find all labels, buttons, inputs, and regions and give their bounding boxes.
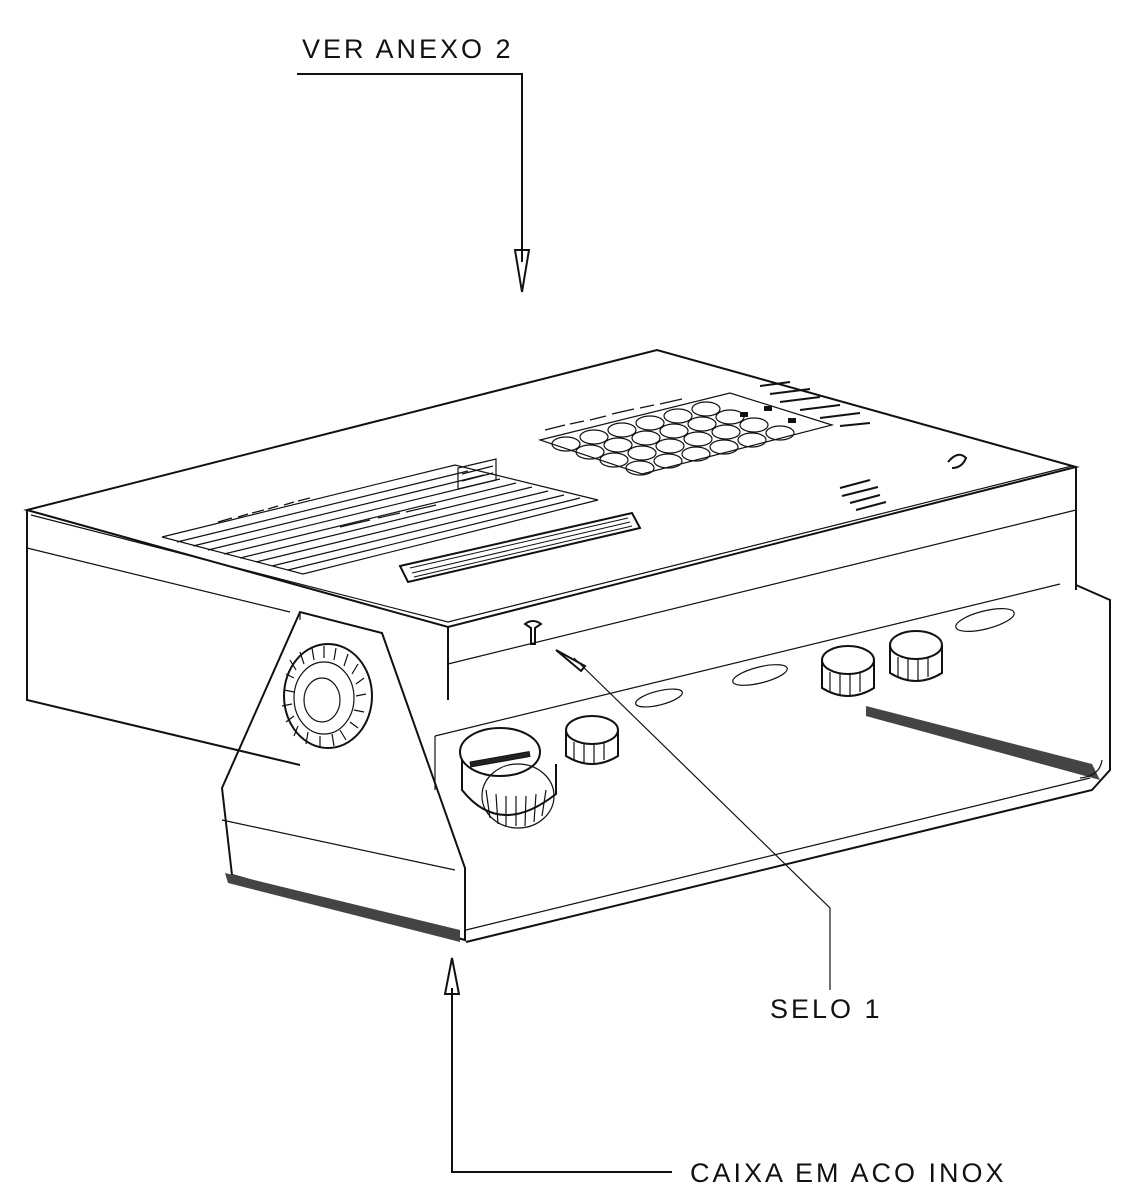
cable-gland-large-side: [281, 643, 373, 749]
cable-gland-small-1: [565, 715, 619, 765]
seal-screw: [523, 620, 543, 645]
label-plate: [398, 511, 642, 584]
label-ver-anexo-2: VER ANEXO 2: [302, 34, 514, 64]
left-side-face: [26, 510, 301, 766]
cable-gland-small-3: [889, 630, 943, 682]
keypad: [537, 392, 835, 476]
cable-gland-large-front: [459, 727, 557, 829]
label-caixa-em-aco-inox: CAIXA EM ACO INOX: [690, 1158, 1007, 1188]
leader-selo-1: [555, 649, 831, 990]
enclosure: [23, 348, 1080, 766]
display-area: [161, 458, 599, 575]
mounting-bracket: [220, 583, 1111, 943]
status-marks: [759, 381, 968, 511]
leader-caixa-em-aco-inox: [443, 957, 672, 1173]
cable-gland-small-2: [821, 645, 875, 697]
leader-ver-anexo-2: [297, 73, 531, 293]
vent-holes: [635, 608, 1015, 708]
label-selo-1: SELO 1: [770, 994, 883, 1024]
